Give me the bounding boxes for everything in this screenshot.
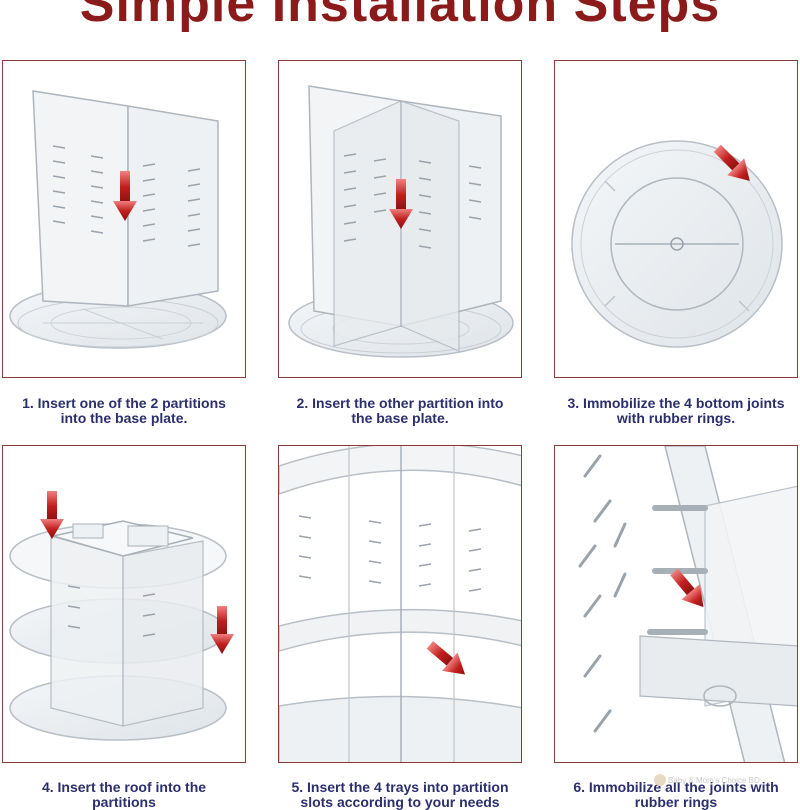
- step-5-illustration: [278, 445, 522, 763]
- watermark-text: Baby & Mom's Choice BD: [668, 776, 760, 785]
- arrow-down-icon: [389, 179, 413, 229]
- step-2-caption: 2. Insert the other partition into the b…: [296, 395, 504, 426]
- arrow-down-icon: [210, 606, 234, 654]
- step-4-illustration: [2, 445, 246, 763]
- step-4-caption: 4. Insert the roof into the partitions: [41, 779, 207, 810]
- arrow-diagonal-icon: [713, 144, 750, 181]
- step-5-caption: 5. Insert the 4 trays into partition slo…: [291, 779, 509, 810]
- step-6-illustration: [554, 445, 798, 763]
- page-title: Simple Installation Steps: [79, 0, 721, 33]
- arrow-diagonal-icon: [670, 568, 704, 608]
- arrow-down-icon: [113, 171, 137, 221]
- arrow-down-icon: [40, 491, 64, 539]
- watermark-logo-icon: [654, 774, 666, 786]
- step-3-caption: 3. Immobilize the 4 bottom joints with r…: [567, 395, 785, 426]
- arrow-diagonal-icon: [426, 641, 466, 675]
- step-3-illustration: [554, 60, 798, 378]
- step-1-illustration: [2, 60, 246, 378]
- step-2-illustration: [278, 60, 522, 378]
- step-1-caption: 1. Insert one of the 2 partitions into t…: [22, 395, 226, 426]
